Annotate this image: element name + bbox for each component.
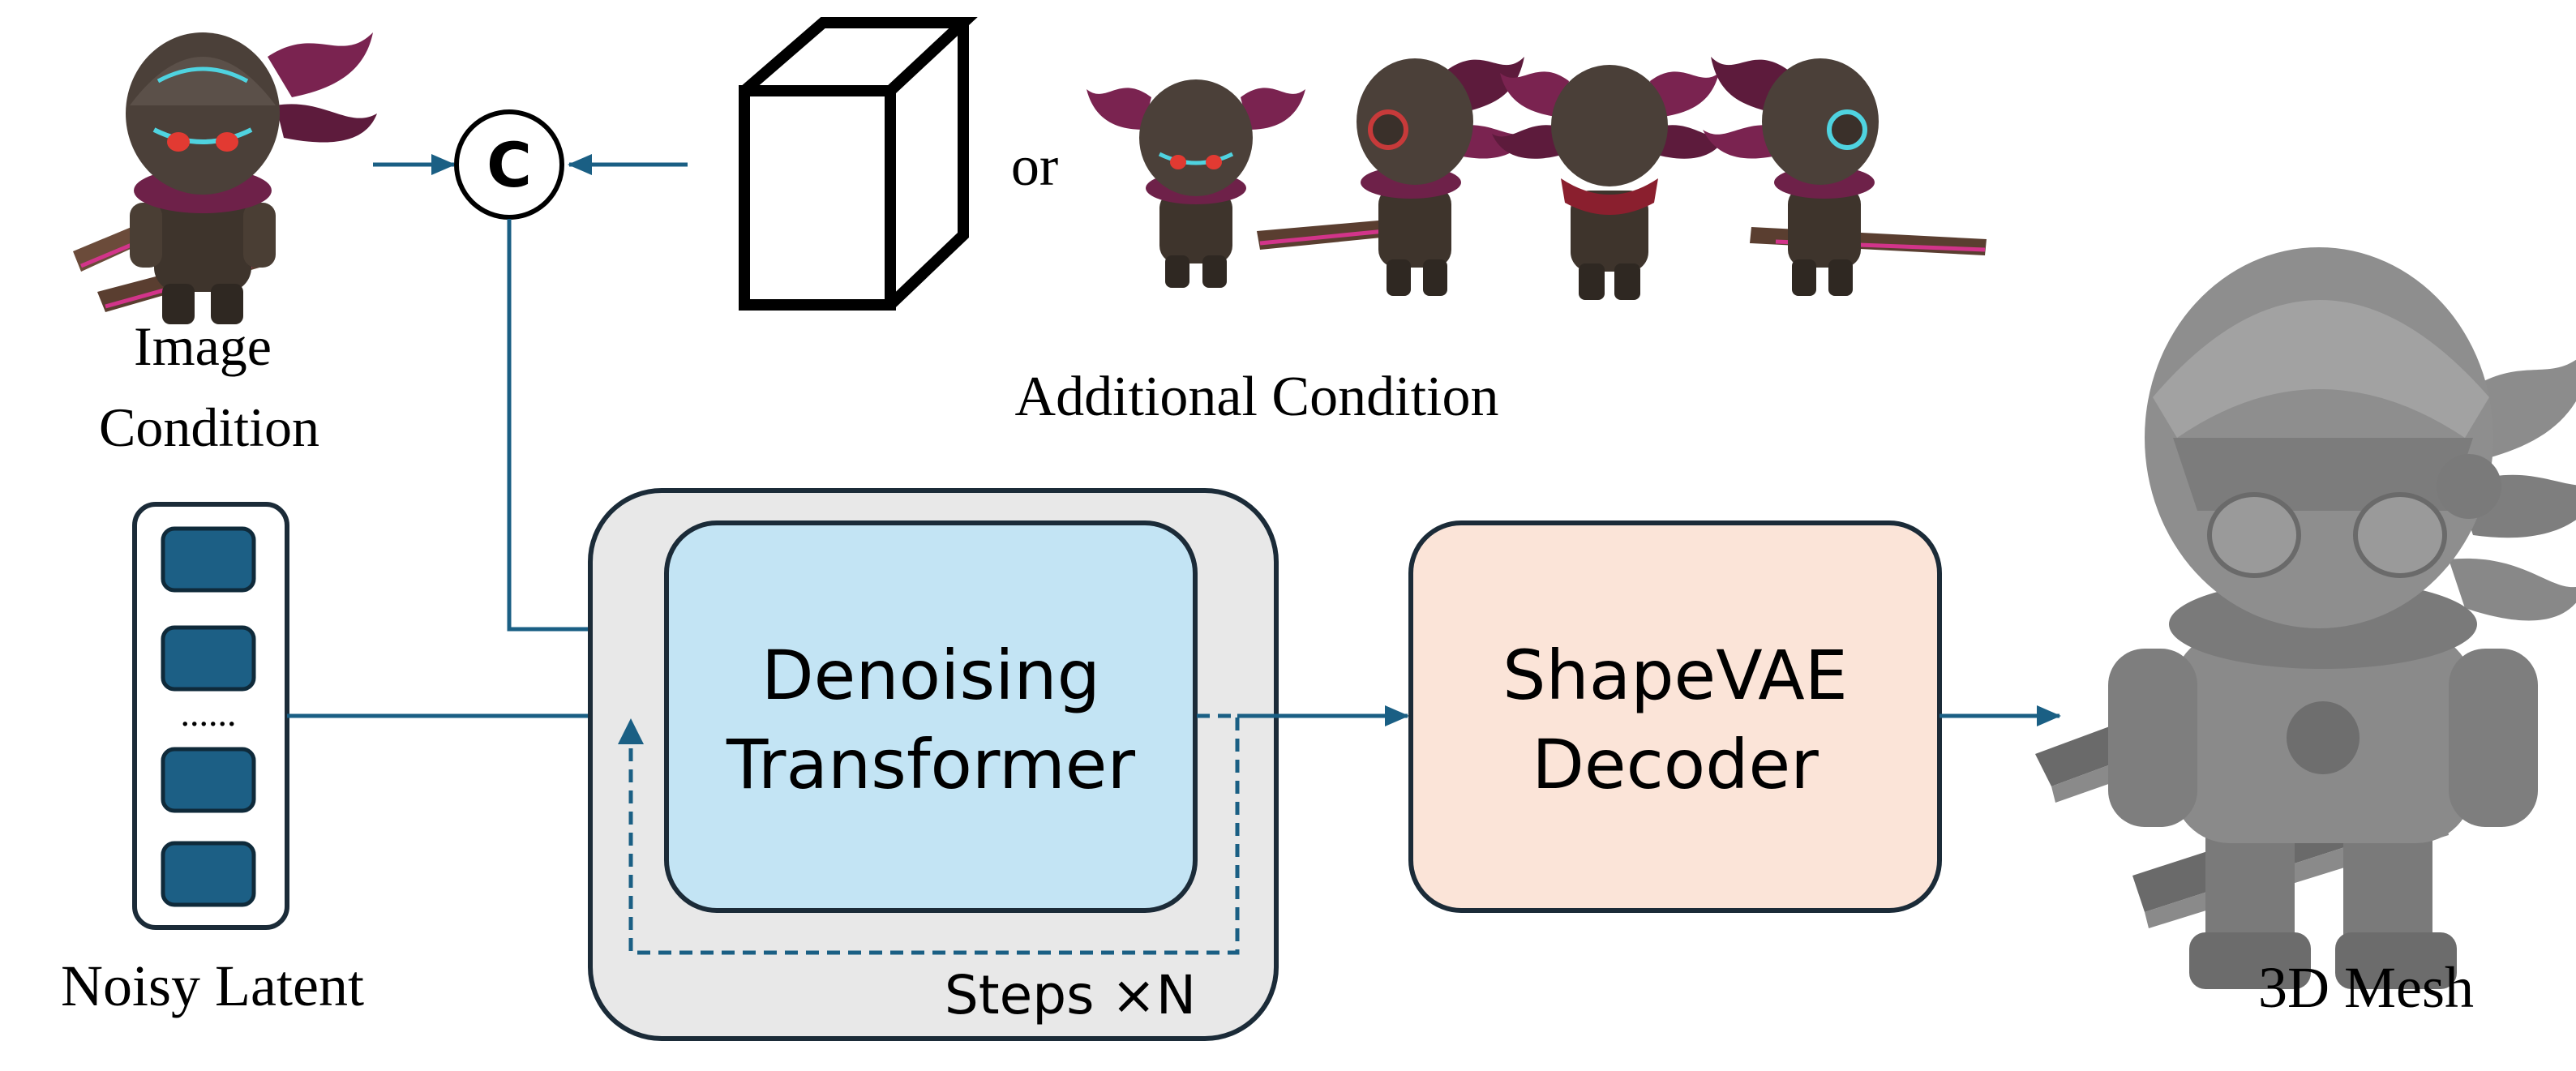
mesh-label: 3D Mesh [2258,955,2474,1020]
concat-node [454,109,564,220]
image-condition-character-icon [73,32,377,324]
multiview-side-left-icon [1257,57,1532,296]
multiview-side-right-icon [1703,57,1987,296]
latent-ellipsis: ...... [181,692,237,734]
denoising-transformer-block [664,521,1198,913]
noisy-latent-label: Noisy Latent [61,953,364,1018]
latent-token [161,526,256,593]
latent-token [161,747,256,813]
shapevae-decoder-block [1408,521,1942,913]
output-3d-mesh-icon [2035,247,2576,989]
steps-label: Steps ×N [945,964,1196,1026]
additional-condition-label: Additional Condition [1015,366,1499,428]
latent-token [161,841,256,907]
image-condition-label-line1: Image [134,315,272,377]
cube-condition-icon [739,17,978,311]
multiview-back-icon [1492,65,1727,300]
shapevae-decoder-label-line1: ShapeVAE [1502,636,1848,715]
denoising-transformer-label-line2: Transformer [726,725,1136,804]
steps-loop-arrowhead [618,718,644,744]
shapevae-decoder-label-line2: Decoder [1532,725,1819,804]
image-condition-label-line2: Condition [99,396,319,458]
concat-symbol: C [486,129,532,201]
steps-loop-dashed-arrow [628,713,1240,955]
denoising-transformer-label-line1: Denoising [761,636,1100,715]
or-label: or [1011,135,1058,198]
multiview-front-icon [1087,79,1305,288]
latent-token [161,625,256,692]
